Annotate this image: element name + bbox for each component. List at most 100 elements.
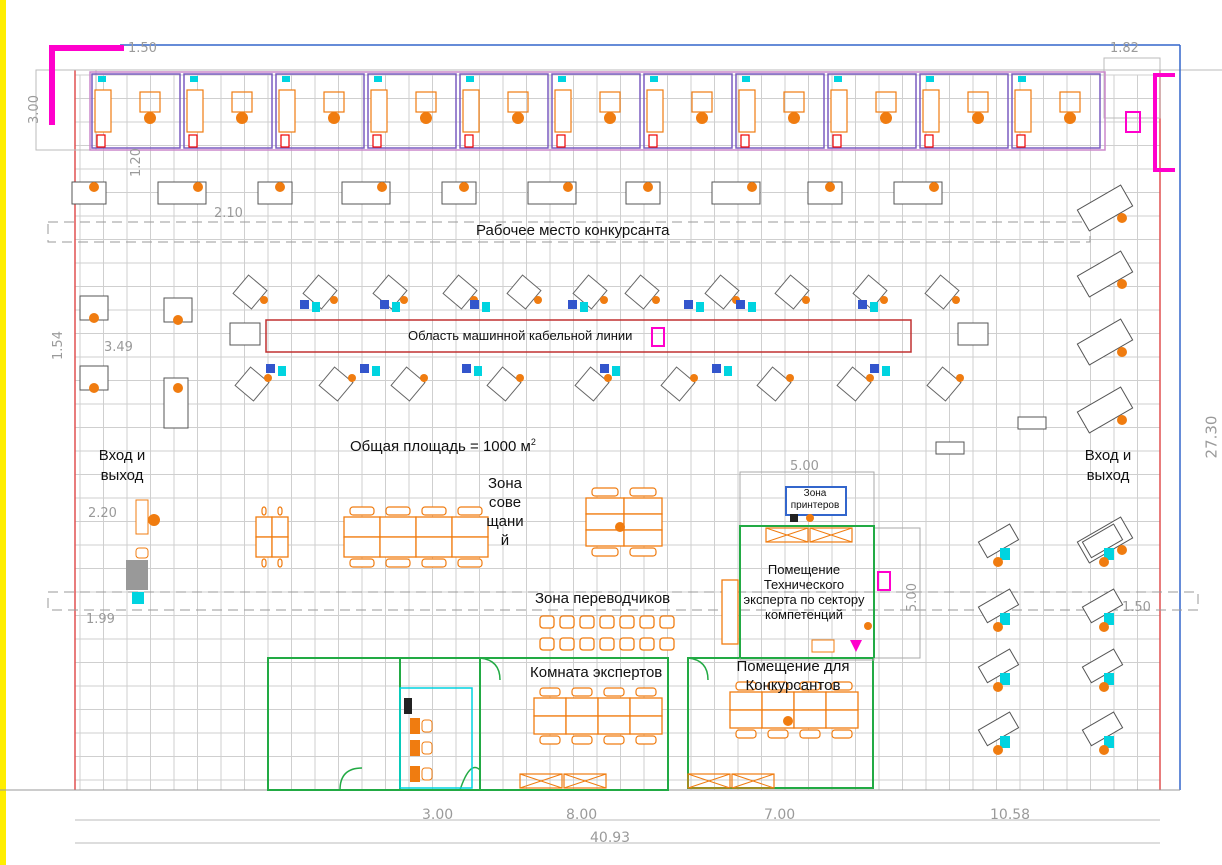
machine-operator: [880, 296, 888, 304]
translator-seat: [539, 615, 555, 629]
welding-unit: [977, 711, 1020, 747]
translator-seat: [559, 615, 575, 629]
cyan-unit: [474, 366, 482, 376]
label-meeting-zone: Зона сове щани й: [486, 475, 524, 549]
dim-left-height: 3.00: [26, 95, 42, 124]
dim-top-right: 1.82: [1110, 41, 1139, 56]
machine-lower: [486, 366, 522, 402]
ladder-tech: [877, 571, 891, 591]
welding-cyan: [1104, 548, 1114, 560]
cyan-unit: [278, 366, 286, 376]
workstation-chair: [236, 112, 248, 124]
machine-upper: [442, 274, 478, 310]
door-arc: [687, 657, 709, 681]
workstation-socket: [742, 76, 750, 82]
machine-operator: [604, 374, 612, 382]
dim-top-left: 1.50: [128, 41, 157, 56]
table-chair: [643, 182, 653, 192]
machine-operator: [400, 296, 408, 304]
blue-unit: [568, 300, 577, 309]
meeting-table-mid: [623, 513, 663, 531]
translator-seat: [539, 637, 555, 651]
contestant-dot: [783, 716, 793, 726]
storage-box: [687, 773, 731, 789]
cyan-unit: [612, 366, 620, 376]
workstation-cell: [919, 73, 1009, 149]
machine-upper: [624, 274, 660, 310]
workstation-machine: [231, 91, 253, 113]
workstation-socket: [926, 76, 934, 82]
meeting-table-long-chair: [385, 506, 411, 516]
meeting-table-mid-chair: [629, 487, 657, 497]
workstation-socket: [1018, 76, 1026, 82]
blue-unit: [470, 300, 479, 309]
welding-unit: [1081, 648, 1124, 684]
workstation-cabinet: [556, 134, 566, 148]
meeting-table-long: [379, 536, 417, 558]
aisle-top: [47, 221, 1091, 243]
expert-table-chair: [571, 687, 593, 697]
cyan-unit: [748, 302, 756, 312]
expert-table: [597, 697, 631, 717]
blue-unit: [712, 364, 721, 373]
expert-table-chair: [603, 687, 625, 697]
side-table-chair: [173, 315, 183, 325]
workstation-machine: [1059, 91, 1081, 113]
welding-unit: [977, 523, 1020, 559]
label-contestants-room: Помещение для Конкурсантов: [736, 658, 850, 694]
side-table-chair: [89, 313, 99, 323]
workstation-cabinet: [464, 134, 474, 148]
label-total-area: Общая площадь = 1000 м2: [350, 437, 536, 455]
storage-box: [563, 773, 607, 789]
workstation-machine: [599, 91, 621, 113]
expert-table: [533, 697, 567, 717]
dim-right-150: 1.50: [1122, 600, 1151, 615]
translator-seat: [619, 637, 635, 651]
machine-upper: [572, 274, 608, 310]
expert-table: [629, 697, 663, 717]
machine-upper: [232, 274, 268, 310]
welding-unit: [1081, 711, 1124, 747]
workstation-socket: [466, 76, 474, 82]
translator-seat: [599, 615, 615, 629]
dim-left-154: 1.54: [50, 331, 66, 360]
cyan-unit: [870, 302, 878, 312]
table-chair: [275, 182, 285, 192]
exit-door-right: [1153, 73, 1175, 172]
workstation-chair: [696, 112, 708, 124]
workstation-desk: [738, 89, 756, 133]
workstation-socket: [190, 76, 198, 82]
machine-upper: [774, 274, 810, 310]
contestant-table: [825, 709, 859, 729]
meeting-table-small: [271, 516, 289, 538]
table-chair: [459, 182, 469, 192]
welding-unit: [977, 588, 1020, 624]
locker-orange: [410, 740, 420, 756]
table-chair: [747, 182, 757, 192]
contestant-table-chair: [799, 681, 821, 691]
workstation-strip: [89, 71, 1106, 151]
workstation-socket: [558, 76, 566, 82]
locker: [404, 698, 412, 714]
blue-unit: [858, 300, 867, 309]
expert-table-chair: [571, 735, 593, 745]
spray-booth-table: [807, 181, 843, 205]
workstation-machine: [875, 91, 897, 113]
dim-bottom-8: 8.00: [566, 807, 598, 823]
workstation-machine: [691, 91, 713, 113]
locker-orange: [410, 718, 420, 734]
table-chair: [563, 182, 573, 192]
contestants-room-wall: [687, 657, 874, 789]
machine-upper: [506, 274, 542, 310]
workstation-cabinet: [372, 134, 382, 148]
expert-table: [597, 715, 631, 735]
machine-operator: [786, 374, 794, 382]
blue-unit: [870, 364, 879, 373]
translator-seat: [559, 637, 575, 651]
expert-table-chair: [635, 735, 657, 745]
storage-box-x: [563, 773, 607, 789]
dim-bottom-total: 40.93: [590, 830, 631, 846]
locker-orange: [410, 766, 420, 782]
entry-cabinet: [126, 560, 148, 590]
